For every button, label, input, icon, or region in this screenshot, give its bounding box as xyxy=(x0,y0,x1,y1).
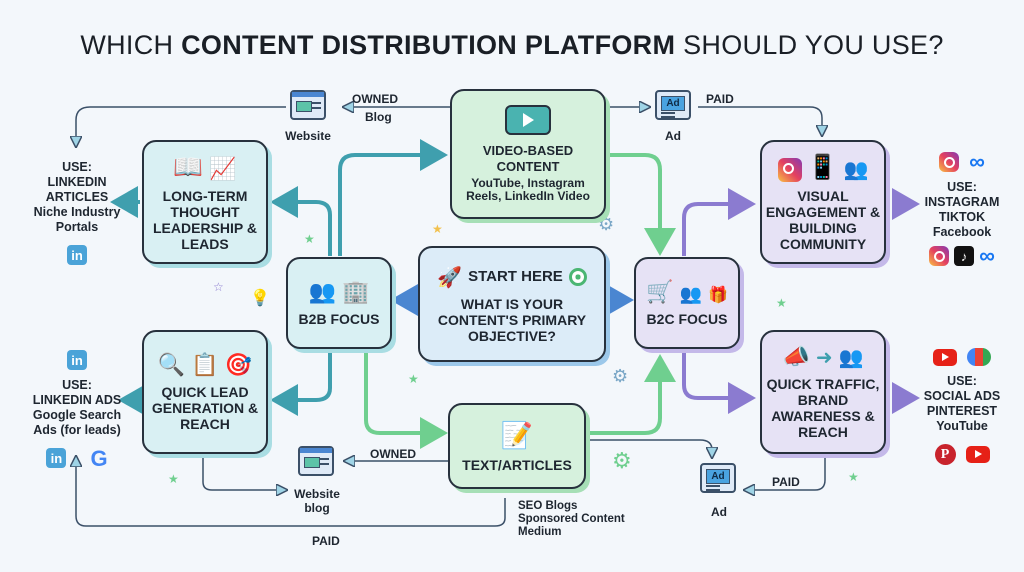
b2c-label: B2C FOCUS xyxy=(646,311,728,327)
audience-icon: 👥 xyxy=(838,347,864,369)
youtube-icon[interactable] xyxy=(933,348,957,366)
ad-label: Ad xyxy=(711,505,727,519)
google-ads-icon[interactable] xyxy=(967,348,991,366)
line-paid-bottom xyxy=(76,458,506,527)
target-icon: 🎯 xyxy=(224,352,253,377)
meta-icon[interactable]: ∞ xyxy=(979,243,995,268)
start-heading: START HERE xyxy=(468,268,563,285)
owned-label: OWNED xyxy=(370,447,416,461)
star-icon: ★ xyxy=(776,296,787,310)
gear-icon: ⚙ xyxy=(612,448,632,473)
website-icon xyxy=(290,90,326,120)
growth-chart-icon: 📈 xyxy=(209,155,237,181)
paid-label: PAID xyxy=(706,92,734,106)
text-platforms: SEO Blogs Sponsored Content Medium xyxy=(518,500,625,538)
b2b-label: B2B FOCUS xyxy=(298,311,380,327)
quicklead-title: QUICK LEAD GENERATION & REACH xyxy=(151,384,259,432)
arrow-b2c-to-visual xyxy=(682,188,756,256)
star-icon: ★ xyxy=(168,472,179,486)
magnifier-icon: 🔍 xyxy=(157,352,186,377)
megaphone-icon: 📣 xyxy=(782,344,810,369)
gear-icon: ⚙ xyxy=(598,214,615,234)
target-icon xyxy=(568,268,587,286)
line-quicktraffic-paid xyxy=(746,455,826,490)
arrow-icon: ➜ xyxy=(815,347,833,369)
text-title: TEXT/ARTICLES xyxy=(462,456,572,473)
arrow-video-to-b2c xyxy=(606,153,676,256)
paid-label: PAID xyxy=(772,475,800,489)
network-icon: 👥 xyxy=(843,158,869,181)
linkedin-icon[interactable]: in xyxy=(67,245,87,265)
pinterest-icon[interactable]: P xyxy=(934,444,956,465)
line-website-to-use xyxy=(76,106,286,145)
line-quicklead-to-website xyxy=(202,455,285,490)
use-quicktraffic: USE: SOCIAL ADS PINTEREST YouTube P xyxy=(910,348,1014,465)
start-question: WHAT IS YOUR CONTENT'S PRIMARY OBJECTIVE… xyxy=(437,295,587,344)
google-icon[interactable]: G xyxy=(90,445,108,471)
line-ad-to-visual xyxy=(698,106,822,134)
quicktraffic-title: QUICK TRAFFIC, BRAND AWARENESS & REACH xyxy=(766,376,880,440)
arrow-b2b-to-quicklead xyxy=(270,350,332,416)
owned-label: OWNED xyxy=(352,92,398,106)
quick-lead-generation-node[interactable]: 🔍 📋 🎯 QUICK LEAD GENERATION & REACH xyxy=(142,330,268,454)
building-icon: 🏢 xyxy=(342,279,370,304)
website-icon xyxy=(298,446,334,476)
star-icon: ★ xyxy=(408,372,419,386)
long-term-leadership-node[interactable]: 📖 📈 LONG-TERM THOUGHT LEADERSHIP & LEADS xyxy=(142,140,268,264)
book-icon: 📖 xyxy=(173,153,204,181)
play-icon xyxy=(505,105,551,135)
video-content-node[interactable]: VIDEO-BASED CONTENT YouTube, Instagram R… xyxy=(450,89,606,219)
people-icon: 👥 xyxy=(679,284,702,304)
blog-label: Blog xyxy=(365,110,392,124)
use-visual: ∞ USE: INSTAGRAM TIKTOK Facebook ♪ ∞ xyxy=(924,149,1000,268)
ad-icon: Ad xyxy=(700,463,736,493)
tiktok-icon[interactable]: ♪ xyxy=(954,246,975,266)
meta-icon[interactable]: ∞ xyxy=(969,149,985,174)
instagram-icon xyxy=(777,157,802,182)
ad-icon: Ad xyxy=(655,90,691,120)
paid-label: PAID xyxy=(312,534,340,548)
youtube-icon[interactable] xyxy=(965,446,990,463)
quick-traffic-node[interactable]: 📣 ➜ 👥 QUICK TRAFFIC, BRAND AWARENESS & R… xyxy=(760,330,886,454)
star-icon: ★ xyxy=(432,222,443,236)
arrow-b2b-to-video xyxy=(338,139,448,256)
star-icon: ☆ xyxy=(213,280,224,294)
team-icon: 👥 xyxy=(308,279,336,304)
b2c-focus-node[interactable]: 🛒 👥 🎁 B2C FOCUS xyxy=(634,257,740,349)
video-platforms: YouTube, Instagram Reels, LinkedIn Video xyxy=(466,176,590,203)
page-title: WHICH CONTENT DISTRIBUTION PLATFORM SHOU… xyxy=(80,30,944,60)
linkedin-icon[interactable]: in xyxy=(46,448,67,468)
video-title: VIDEO-BASED CONTENT xyxy=(482,143,574,174)
star-icon: ★ xyxy=(848,470,859,484)
b2b-focus-node[interactable]: 👥 🏢 B2B FOCUS xyxy=(286,257,392,349)
use-longterm: USE: LINKEDIN ARTICLES Niche Industry Po… xyxy=(22,160,132,265)
lightbulb-icon: 💡 xyxy=(250,290,270,307)
website-blog-label: Website blog xyxy=(294,487,340,515)
arrow-b2c-to-quicktraffic xyxy=(682,350,756,414)
arrow-b2b-to-text xyxy=(364,350,448,449)
star-icon: ★ xyxy=(304,232,315,246)
phone-icon: 📱 xyxy=(807,153,838,181)
gear-icon: ⚙ xyxy=(612,366,629,386)
rocket-icon: 🚀 xyxy=(437,266,463,289)
linkedin-icon[interactable]: in xyxy=(67,350,87,370)
arrow-b2b-to-longterm xyxy=(270,186,332,256)
text-articles-node[interactable]: 📝 TEXT/ARTICLES xyxy=(448,403,586,489)
visual-engagement-node[interactable]: 📱 👥 VISUAL ENGAGEMENT & BUILDING COMMUNI… xyxy=(760,140,886,264)
instagram-icon[interactable] xyxy=(939,152,960,172)
gift-icon: 🎁 xyxy=(707,287,728,304)
website-label: Website xyxy=(285,129,331,143)
start-here-node[interactable]: 🚀 START HERE WHAT IS YOUR CONTENT'S PRIM… xyxy=(418,246,606,362)
shopping-cart-icon: 🛒 xyxy=(646,279,674,304)
instagram-icon[interactable] xyxy=(929,246,950,266)
longterm-title: LONG-TERM THOUGHT LEADERSHIP & LEADS xyxy=(153,187,257,252)
document-pen-icon: 📝 xyxy=(500,419,534,450)
ad-label: Ad xyxy=(665,129,681,143)
line-text-to-b2c xyxy=(586,439,712,456)
arrow-text-to-b2c xyxy=(586,354,676,435)
form-icon: 📋 xyxy=(191,352,219,377)
use-quicklead: in USE: LINKEDIN ADS Google Search Ads (… xyxy=(22,350,132,471)
visual-title: VISUAL ENGAGEMENT & BUILDING COMMUNITY xyxy=(765,187,881,252)
